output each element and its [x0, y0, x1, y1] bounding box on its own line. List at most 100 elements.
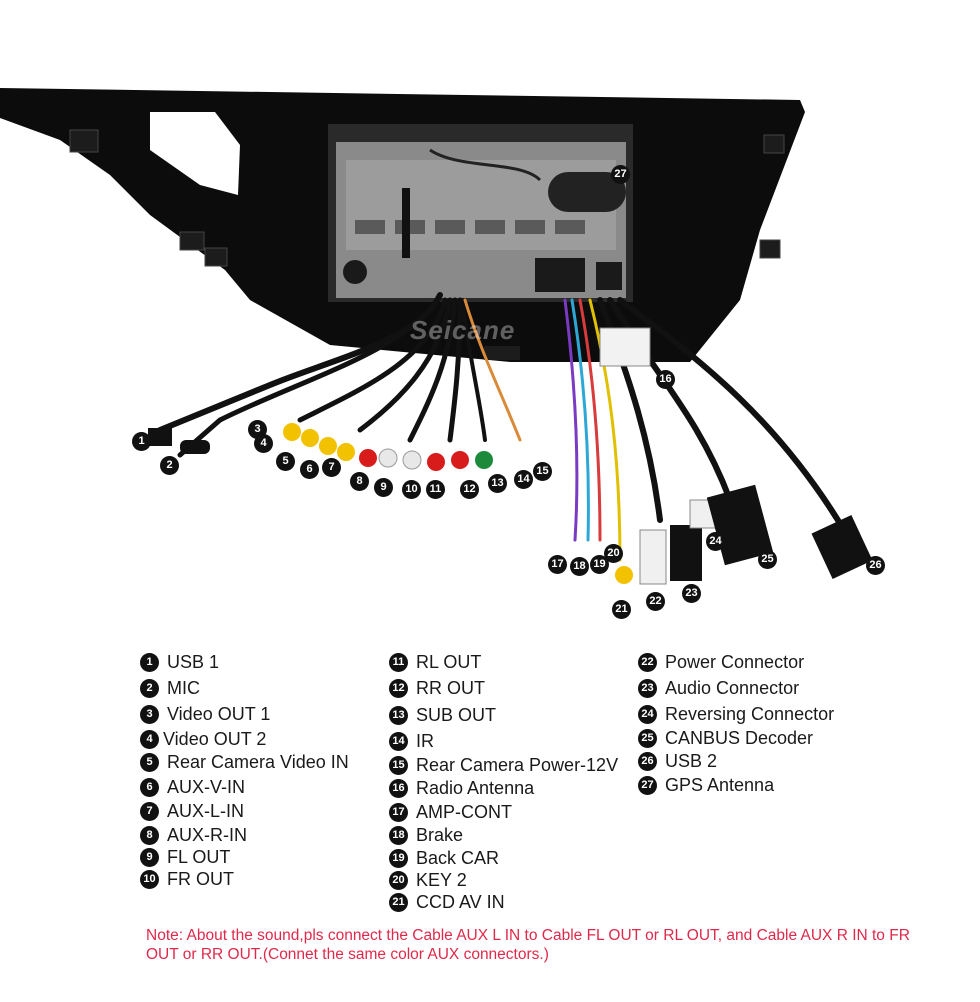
callout-8: 8 — [350, 472, 369, 491]
legend-label: USB 2 — [665, 751, 718, 771]
legend-number: 20 — [389, 871, 408, 890]
callout-4: 4 — [254, 434, 273, 453]
callout-26: 26 — [866, 556, 885, 575]
legend-number: 15 — [389, 756, 408, 775]
legend-number: 27 — [638, 776, 657, 795]
mic-jack — [180, 440, 210, 454]
legend-label: Video OUT 2 — [163, 729, 267, 749]
legend-label: AMP-CONT — [416, 802, 512, 822]
callout-25: 25 — [758, 550, 777, 569]
legend-number: 10 — [140, 870, 159, 889]
legend-label: FL OUT — [167, 847, 231, 867]
legend-label: Audio Connector — [665, 678, 800, 698]
rca-red-white-group — [359, 448, 493, 471]
legend-item: 23 Audio Connector — [638, 678, 799, 699]
legend-number: 25 — [638, 729, 657, 748]
legend-label: CCD AV IN — [416, 892, 505, 912]
ccd-rca — [615, 566, 633, 584]
legend-label: MIC — [167, 678, 200, 698]
legend-label: GPS Antenna — [665, 775, 775, 795]
callout-14: 14 — [514, 470, 533, 489]
legend-item: 27 GPS Antenna — [638, 775, 774, 796]
legend-number: 26 — [638, 752, 657, 771]
callout-17: 17 — [548, 555, 567, 574]
callout-21: 21 — [612, 600, 631, 619]
legend-label: Rear Camera Power-12V — [416, 755, 619, 775]
legend-item: 5 Rear Camera Video IN — [140, 752, 349, 773]
legend-number: 4 — [140, 730, 159, 749]
legend-label: RL OUT — [416, 652, 482, 672]
legend-item: 12 RR OUT — [389, 678, 485, 699]
legend-label: RR OUT — [416, 678, 485, 698]
legend-number: 14 — [389, 732, 408, 751]
callout-2: 2 — [160, 456, 179, 475]
legend-number: 24 — [638, 705, 657, 724]
sound-connection-note: Note: About the sound,pls connect the Ca… — [146, 927, 910, 963]
callout-6: 6 — [300, 460, 319, 479]
legend-label: USB 1 — [167, 652, 220, 672]
head-unit-chassis — [328, 124, 633, 302]
legend-item: 25 CANBUS Decoder — [638, 728, 813, 749]
rca-yellow-group — [283, 423, 355, 461]
callout-5: 5 — [276, 452, 295, 471]
legend-label: KEY 2 — [416, 870, 467, 890]
callout-27: 27 — [611, 165, 630, 184]
callout-23: 23 — [682, 584, 701, 603]
legend-number: 7 — [140, 802, 159, 821]
legend-number: 6 — [140, 778, 159, 797]
legend-item: 15 Rear Camera Power-12V — [389, 755, 618, 776]
legend-item: 22 Power Connector — [638, 652, 804, 673]
legend-label: FR OUT — [167, 869, 234, 889]
legend-number: 23 — [638, 679, 657, 698]
legend-label: Power Connector — [665, 652, 805, 672]
legend-item: 7 AUX-L-IN — [140, 801, 244, 822]
legend-number: 5 — [140, 753, 159, 772]
callout-22: 22 — [646, 592, 665, 611]
legend-label: CANBUS Decoder — [665, 728, 814, 748]
legend-item: 2 MIC — [140, 678, 200, 699]
radio-antenna-plug — [599, 327, 651, 367]
legend-label: AUX-L-IN — [167, 801, 245, 821]
legend-item: 10 FR OUT — [140, 869, 234, 890]
legend-number: 16 — [389, 779, 408, 798]
callout-18: 18 — [570, 557, 589, 576]
legend-number: 8 — [140, 826, 159, 845]
legend-number: 1 — [140, 653, 159, 672]
legend-item: 1 USB 1 — [140, 652, 219, 673]
usb-1-plug — [148, 428, 172, 446]
callout-20: 20 — [604, 544, 623, 563]
callout-24: 24 — [706, 532, 725, 551]
callout-13: 13 — [488, 474, 507, 493]
legend-item: 26 USB 2 — [638, 751, 717, 772]
legend-label: IR — [416, 731, 434, 751]
legend-label: Radio Antenna — [416, 778, 535, 798]
legend-number: 21 — [389, 893, 408, 912]
callout-11: 11 — [426, 480, 445, 499]
usb-2-plug — [811, 515, 873, 579]
callout-1: 1 — [132, 432, 151, 451]
power-connector — [639, 529, 667, 585]
legend-item: 20 KEY 2 — [389, 870, 467, 891]
legend-number: 12 — [389, 679, 408, 698]
legend-number: 18 — [389, 826, 408, 845]
callout-9: 9 — [374, 478, 393, 497]
legend-number: 22 — [638, 653, 657, 672]
audio-connector — [670, 525, 702, 581]
left-cable-bundle — [157, 292, 522, 458]
callout-10: 10 — [402, 480, 421, 499]
legend-label: Reversing Connector — [665, 704, 835, 724]
legend-label: Rear Camera Video IN — [167, 752, 349, 772]
wiring-harness-photo — [0, 88, 873, 585]
legend-item: 16 Radio Antenna — [389, 778, 534, 799]
callout-7: 7 — [322, 458, 341, 477]
callout-16: 16 — [656, 370, 675, 389]
legend-number: 13 — [389, 706, 408, 725]
legend-number: 2 — [140, 679, 159, 698]
